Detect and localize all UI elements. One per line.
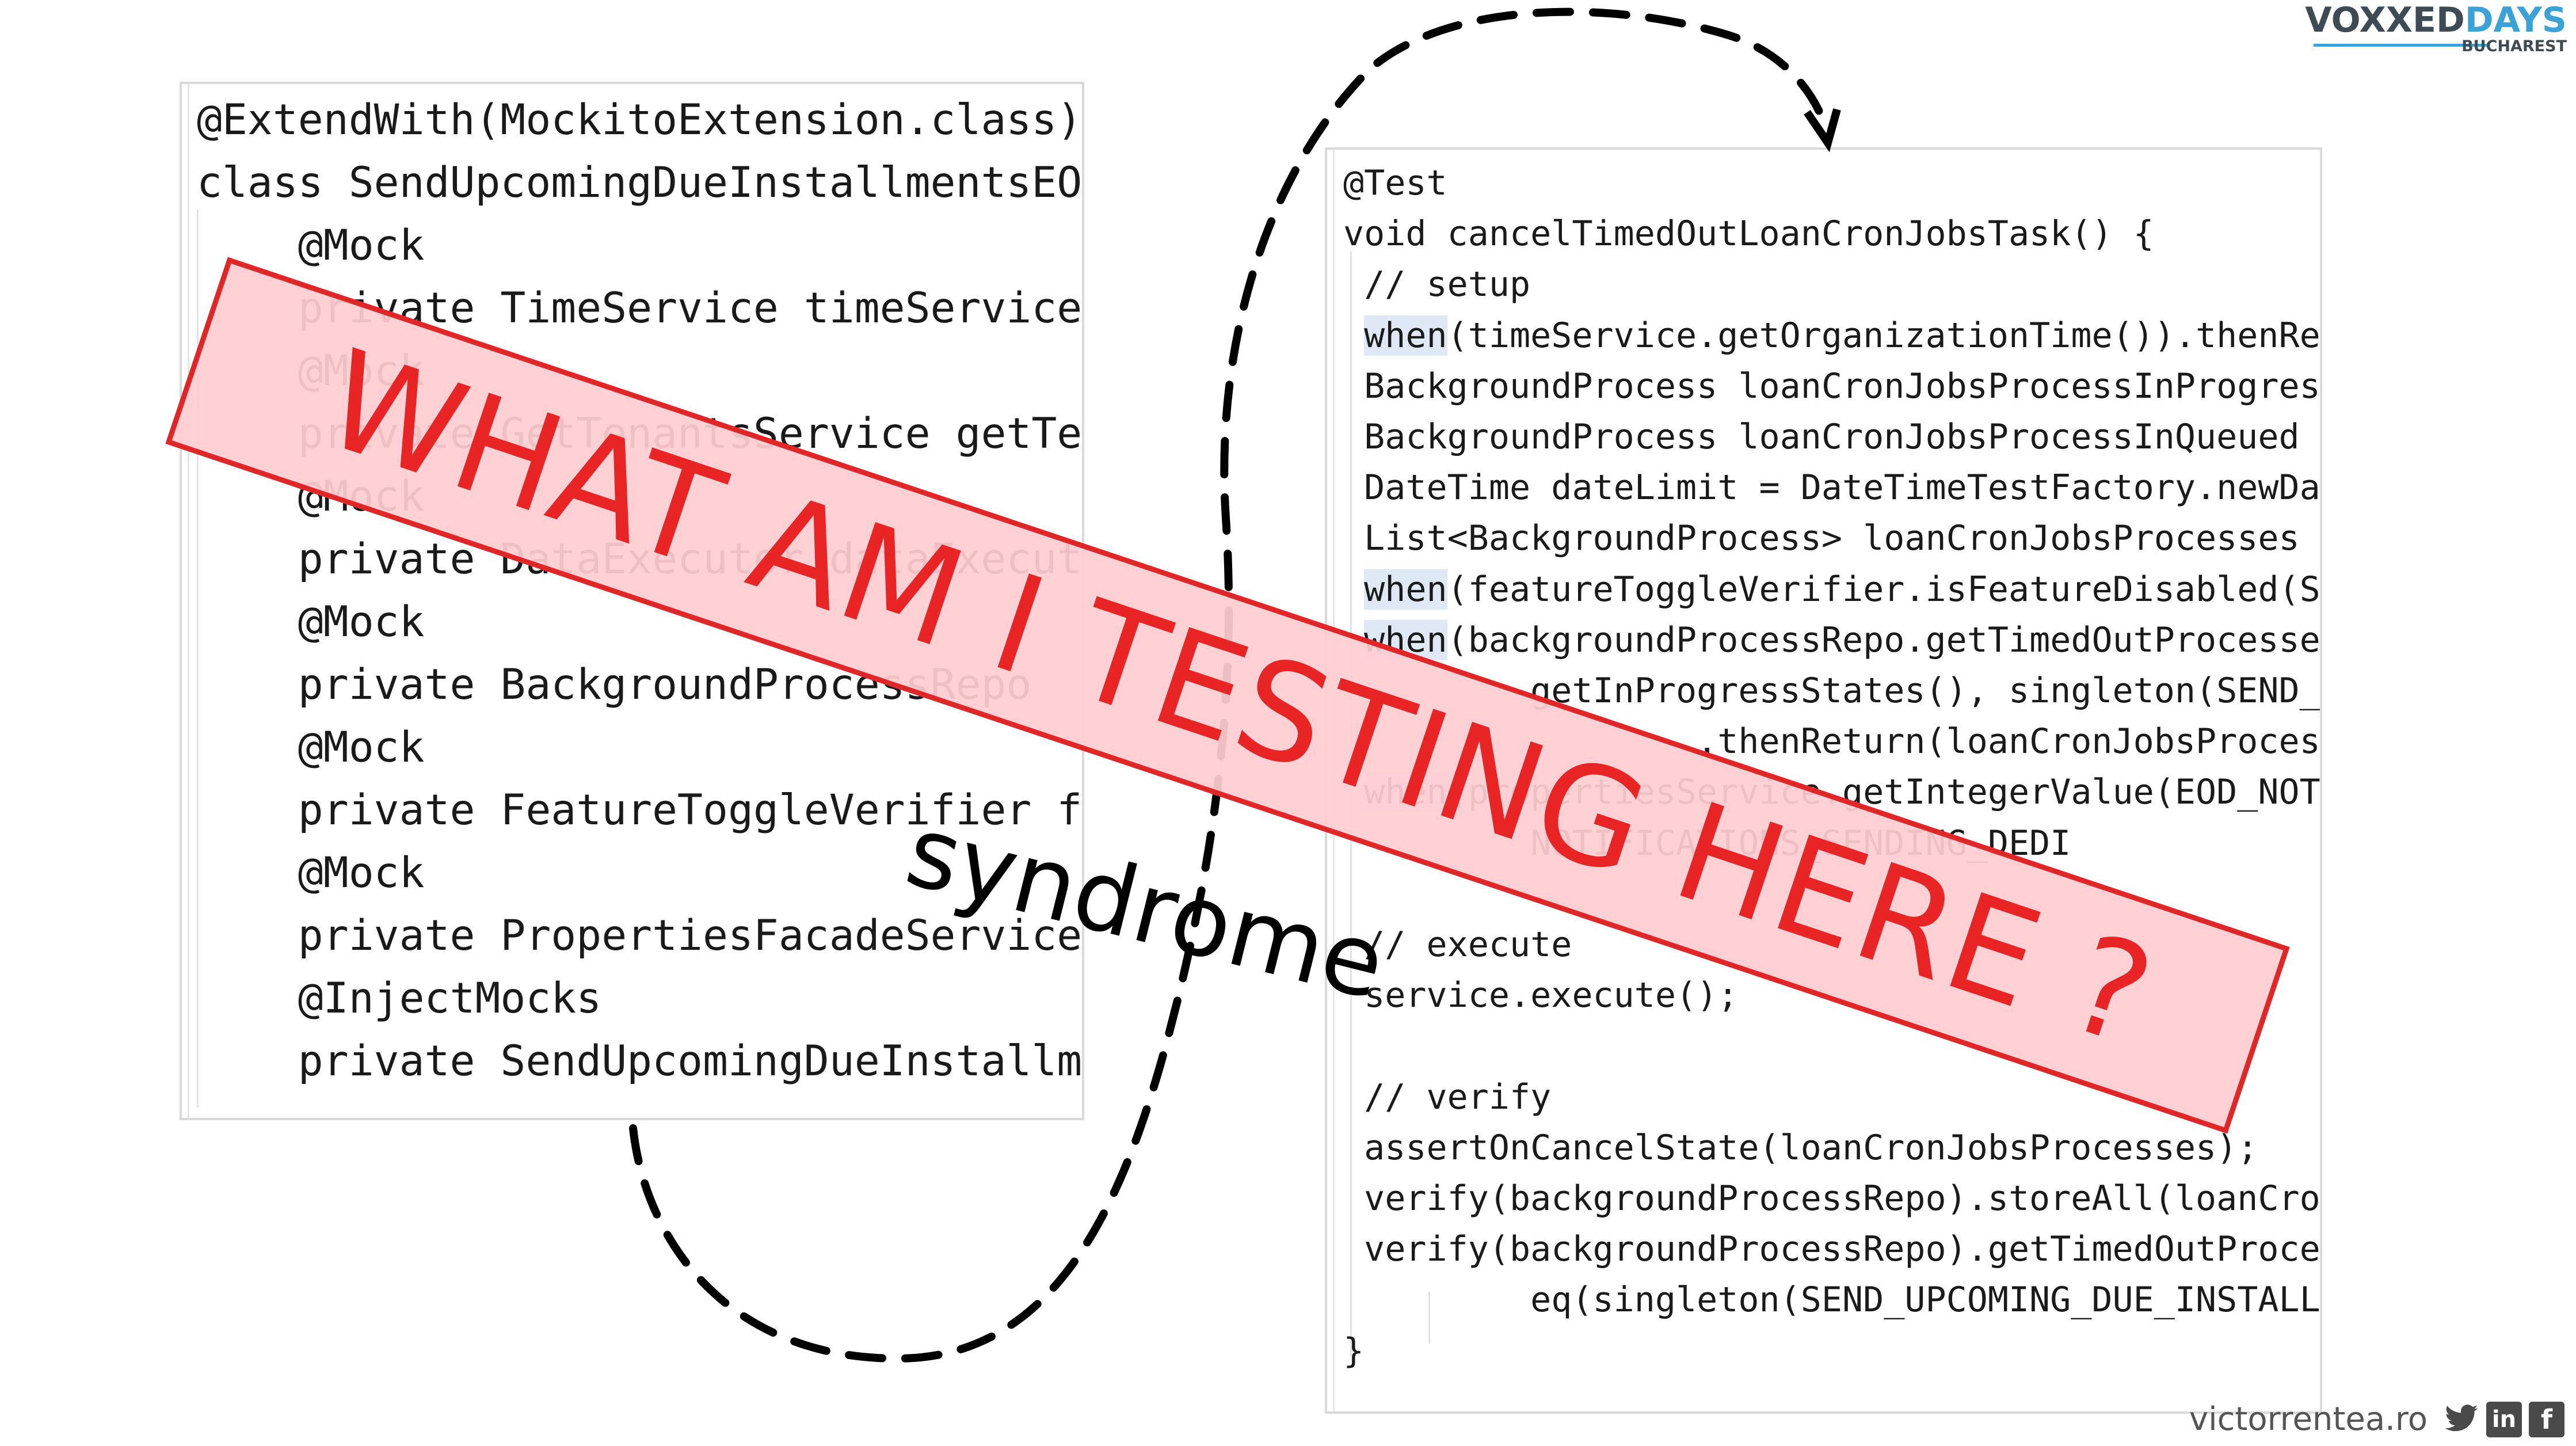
linkedin-icon[interactable]: in <box>2486 1402 2522 1437</box>
code-line: BackgroundProcess loanCronJobsProcessInQ… <box>1343 417 2322 457</box>
right-indent-guide-3 <box>1428 1292 1430 1344</box>
code-line: // verify <box>1343 1076 1552 1117</box>
highlighted-keyword: when <box>1364 569 1447 610</box>
code-line: class SendUpcomingDueInstallmentsEOD <box>197 158 1084 207</box>
logo-underline <box>2314 44 2487 47</box>
code-line: DateTime dateLimit = DateTimeTestFactory… <box>1343 467 2322 508</box>
twitter-icon[interactable] <box>2444 1402 2479 1437</box>
logo-voxxed: VOXXED <box>2305 0 2465 40</box>
code-line: @Mock <box>197 598 425 646</box>
code-line: @Mock <box>197 848 425 897</box>
logo-days: DAYS <box>2464 0 2567 40</box>
code-line: getInProgressStates(), singleton(SEND_ <box>1343 671 2320 711</box>
code-line: assertOnCancelState(loanCronJobsProcesse… <box>1343 1127 2258 1168</box>
code-line: eq(singleton(SEND_UPCOMING_DUE_INSTALLI <box>1343 1280 2322 1321</box>
code-line: verify(backgroundProcessRepo).storeAll(l… <box>1343 1178 2322 1219</box>
code-line: @Mock <box>197 723 425 772</box>
code-line: when(featureToggleVerifier.isFeatureDisa… <box>1364 569 2322 610</box>
footer: victorrentea.ro in f <box>2189 1396 2564 1443</box>
code-line: service.execute(); <box>1343 975 1739 1016</box>
code-line: when(timeService.getOrganizationTime()).… <box>1364 315 2322 356</box>
code-line: } <box>1343 1330 1365 1371</box>
logo-city: BUCHAREST <box>2461 37 2567 55</box>
code-line: @ExtendWith(MockitoExtension.class) <box>197 96 1083 144</box>
code-line: @Test <box>1343 163 1447 203</box>
code-line: @Mock <box>197 221 425 270</box>
code-line: private SendUpcomingDueInstallm <box>197 1037 1083 1086</box>
left-code-gutter <box>188 84 189 1118</box>
code-line: @InjectMocks <box>197 974 602 1023</box>
code-line: // setup <box>1343 264 1531 305</box>
code-line: BackgroundProcess loanCronJobsProcessInP… <box>1343 366 2322 406</box>
left-indent-guide <box>197 210 199 1108</box>
code-line: private PropertiesFacadeService <box>197 911 1083 960</box>
logo-wordmark: VOXXEDDAYS <box>2305 0 2567 40</box>
code-line: // execute <box>1343 924 1572 965</box>
code-line: void cancelTimedOutLoanCronJobsTask() { <box>1343 214 2154 254</box>
code-line: verify(backgroundProcessRepo).getTimedOu… <box>1343 1229 2320 1270</box>
highlighted-keyword: when <box>1364 315 1447 356</box>
voxxed-days-logo: VOXXEDDAYS BUCHAREST <box>2305 0 2567 63</box>
footer-site-link[interactable]: victorrentea.ro <box>2189 1401 2428 1438</box>
code-line: private FeatureToggleVerifier f <box>197 786 1083 835</box>
code-line: List<BackgroundProcess> loanCronJobsProc… <box>1343 518 2322 559</box>
code-line: .thenReturn(loanCronJobsProces <box>1343 721 2320 762</box>
facebook-icon[interactable]: f <box>2529 1402 2564 1437</box>
loop-arrowhead <box>1804 108 1841 153</box>
